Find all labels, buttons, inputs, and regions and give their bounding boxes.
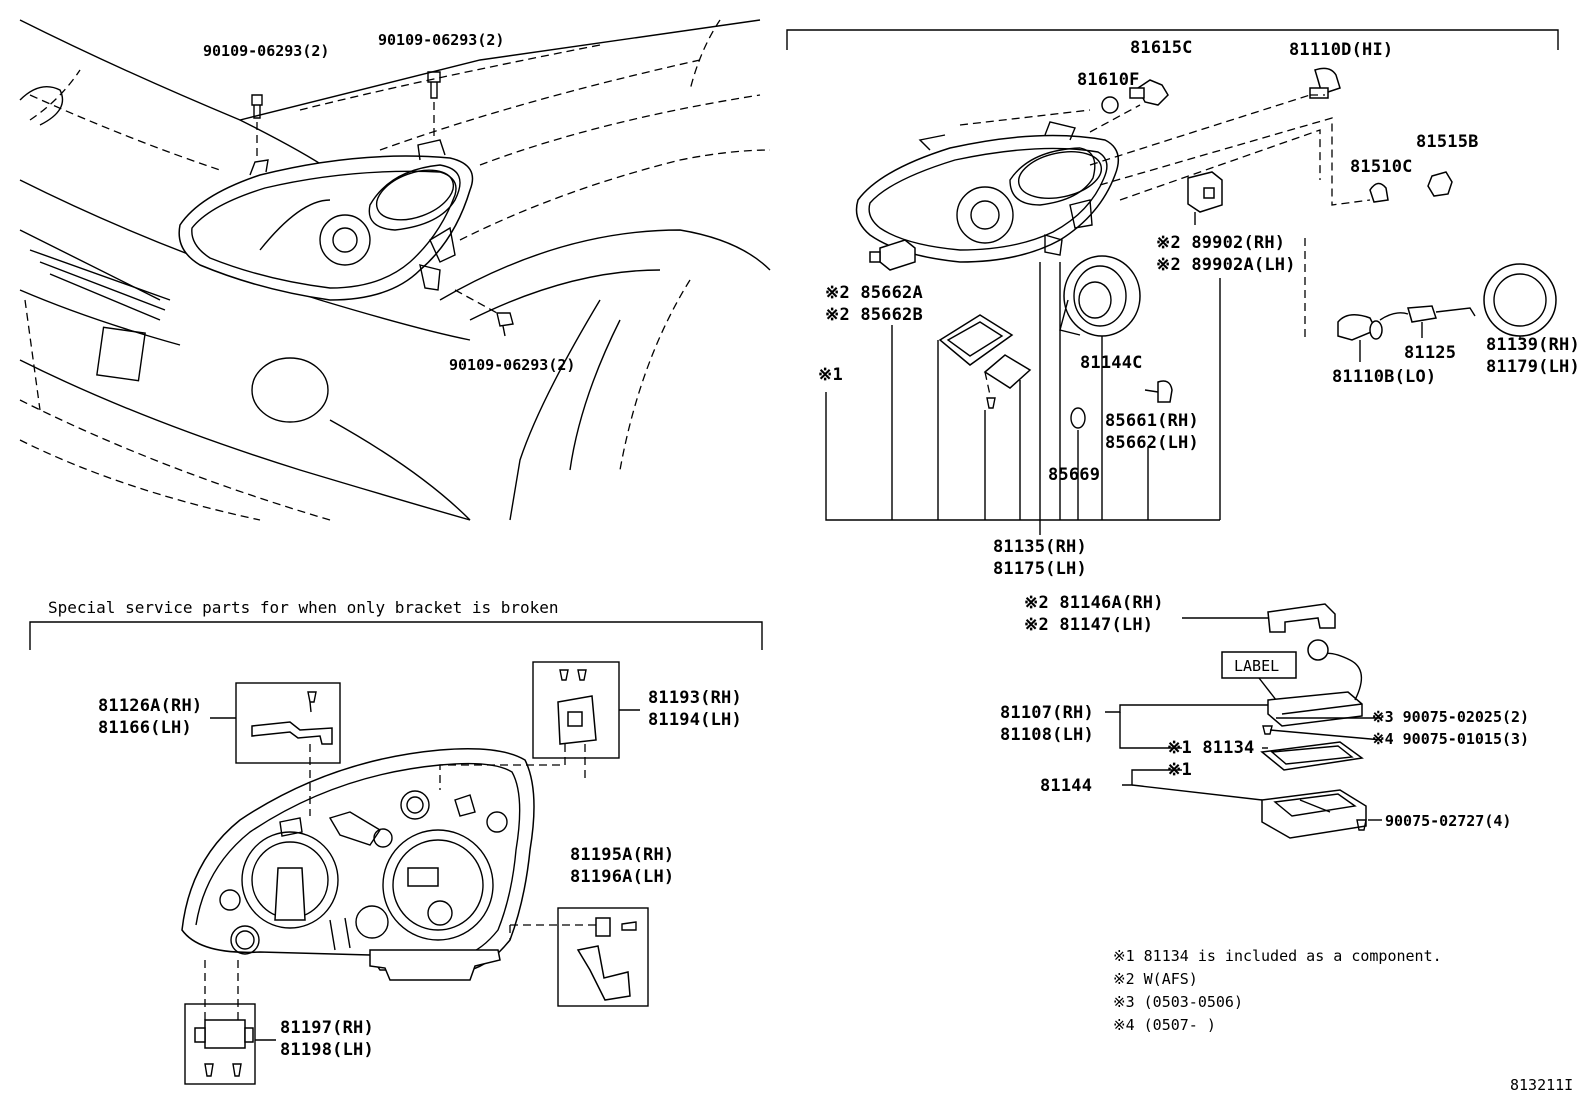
case-icon xyxy=(1261,789,1367,839)
module-icon xyxy=(1187,171,1223,225)
cap-icon xyxy=(1483,263,1557,337)
clip-icon xyxy=(194,1019,254,1077)
bracket-icon xyxy=(557,669,597,745)
socket-icon xyxy=(1089,79,1169,133)
part-label: 85661(RH) xyxy=(1105,411,1199,431)
cover-plate-icon xyxy=(938,314,1032,409)
part-label: 81197(RH) xyxy=(280,1018,374,1038)
part-label: 81615C xyxy=(1130,38,1193,58)
part-label: 81194(LH) xyxy=(648,710,742,730)
bolt-label: 90109-06293(2) xyxy=(449,356,575,374)
bulb-icon xyxy=(1337,314,1383,341)
part-label: 81195A(RH) xyxy=(570,845,674,865)
footnote: ※1 81134 is included as a component. xyxy=(1113,947,1442,965)
note-marker: ※1 xyxy=(818,365,843,385)
bolt-label: 90109-06293(2) xyxy=(203,42,329,60)
bracket-icon xyxy=(1267,603,1336,633)
cap-icon xyxy=(1101,96,1119,114)
screw-icon xyxy=(1356,819,1367,831)
part-label: 81610F xyxy=(1077,70,1140,90)
footnote: ※3 (0503-0506) xyxy=(1113,993,1243,1011)
bolt-icon xyxy=(427,71,441,138)
part-label: 81510C xyxy=(1350,157,1413,177)
part-label: 81108(LH) xyxy=(1000,725,1094,745)
shade-icon xyxy=(1059,255,1141,337)
footnote: ※4 (0507- ) xyxy=(1113,1016,1216,1034)
part-label: 81135(RH) xyxy=(993,537,1087,557)
bolt-icon xyxy=(251,94,263,160)
label-tag-text: LABEL xyxy=(1234,657,1279,675)
part-label: ※2 85662B xyxy=(825,305,923,325)
section-heading: Special service parts for when only brac… xyxy=(48,598,559,617)
part-label: ※3 90075-02025(2) xyxy=(1372,708,1529,726)
label-tag xyxy=(1221,651,1297,679)
part-label: 81196A(LH) xyxy=(570,867,674,887)
footnote: ※2 W(AFS) xyxy=(1113,970,1198,988)
special-service-section: Special service parts for when only brac… xyxy=(29,598,763,1085)
part-label: 85669 xyxy=(1048,465,1100,485)
bolt-label: 90109-06293(2) xyxy=(378,31,504,49)
gasket-icon xyxy=(1260,741,1364,771)
part-label: 81175(LH) xyxy=(993,559,1087,579)
ring-icon xyxy=(1070,407,1086,429)
figure-id: 813211I xyxy=(1510,1076,1573,1094)
part-label: ※1 81134 xyxy=(1167,738,1255,758)
part-label: ※2 81146A(RH) xyxy=(1024,593,1164,613)
socket-icon xyxy=(1427,171,1453,197)
part-label: 81125 xyxy=(1404,343,1456,363)
part-label: 81193(RH) xyxy=(648,688,742,708)
part-label: 81144C xyxy=(1080,353,1143,373)
part-label: 81110D(HI) xyxy=(1289,40,1393,60)
headlamp-assembly-section: 81615C 81610F 81110D(HI) 81515B 81510C ※… xyxy=(786,29,1580,579)
module-icon xyxy=(869,239,916,271)
bulb-icon xyxy=(1144,380,1173,403)
part-label: ※2 81147(LH) xyxy=(1024,615,1153,635)
bolt-icon xyxy=(454,289,514,337)
part-label: ※4 90075-01015(3) xyxy=(1372,730,1529,748)
part-label: 81110B(LO) xyxy=(1332,367,1436,387)
part-label: 81126A(RH) xyxy=(98,696,202,716)
part-label: 81166(LH) xyxy=(98,718,192,738)
part-label: 81198(LH) xyxy=(280,1040,374,1060)
part-label: ※2 89902(RH) xyxy=(1156,233,1285,253)
part-label: ※2 89902A(LH) xyxy=(1156,255,1296,275)
part-label: 90075-02727(4) xyxy=(1385,812,1511,830)
part-label: 81107(RH) xyxy=(1000,703,1094,723)
connector-icon xyxy=(1379,305,1476,323)
lamp-rear-view xyxy=(181,748,535,981)
control-module-section: LABEL ※2 81146A(RH) ※2 81147(LH) xyxy=(1000,593,1529,839)
part-label: ※2 85662A xyxy=(825,283,923,303)
part-label: 81139(RH) xyxy=(1486,335,1580,355)
part-label: 81515B xyxy=(1416,132,1479,152)
bulb-icon xyxy=(1369,182,1389,203)
bracket-icon xyxy=(251,691,333,745)
part-label: 81179(LH) xyxy=(1486,357,1580,377)
part-label: 85662(LH) xyxy=(1105,433,1199,453)
vehicle-front-illustration: 90109-06293(2) 90109-06293(2) 90109-0629… xyxy=(19,19,771,521)
note-marker: ※1 xyxy=(1167,760,1192,780)
bracket-icon xyxy=(576,917,637,1001)
bulb-icon xyxy=(1089,67,1341,166)
footnotes: ※1 81134 is included as a component. ※2 … xyxy=(1113,947,1442,1034)
screw-icon xyxy=(1262,725,1273,735)
part-label: 81144 xyxy=(1040,776,1092,796)
